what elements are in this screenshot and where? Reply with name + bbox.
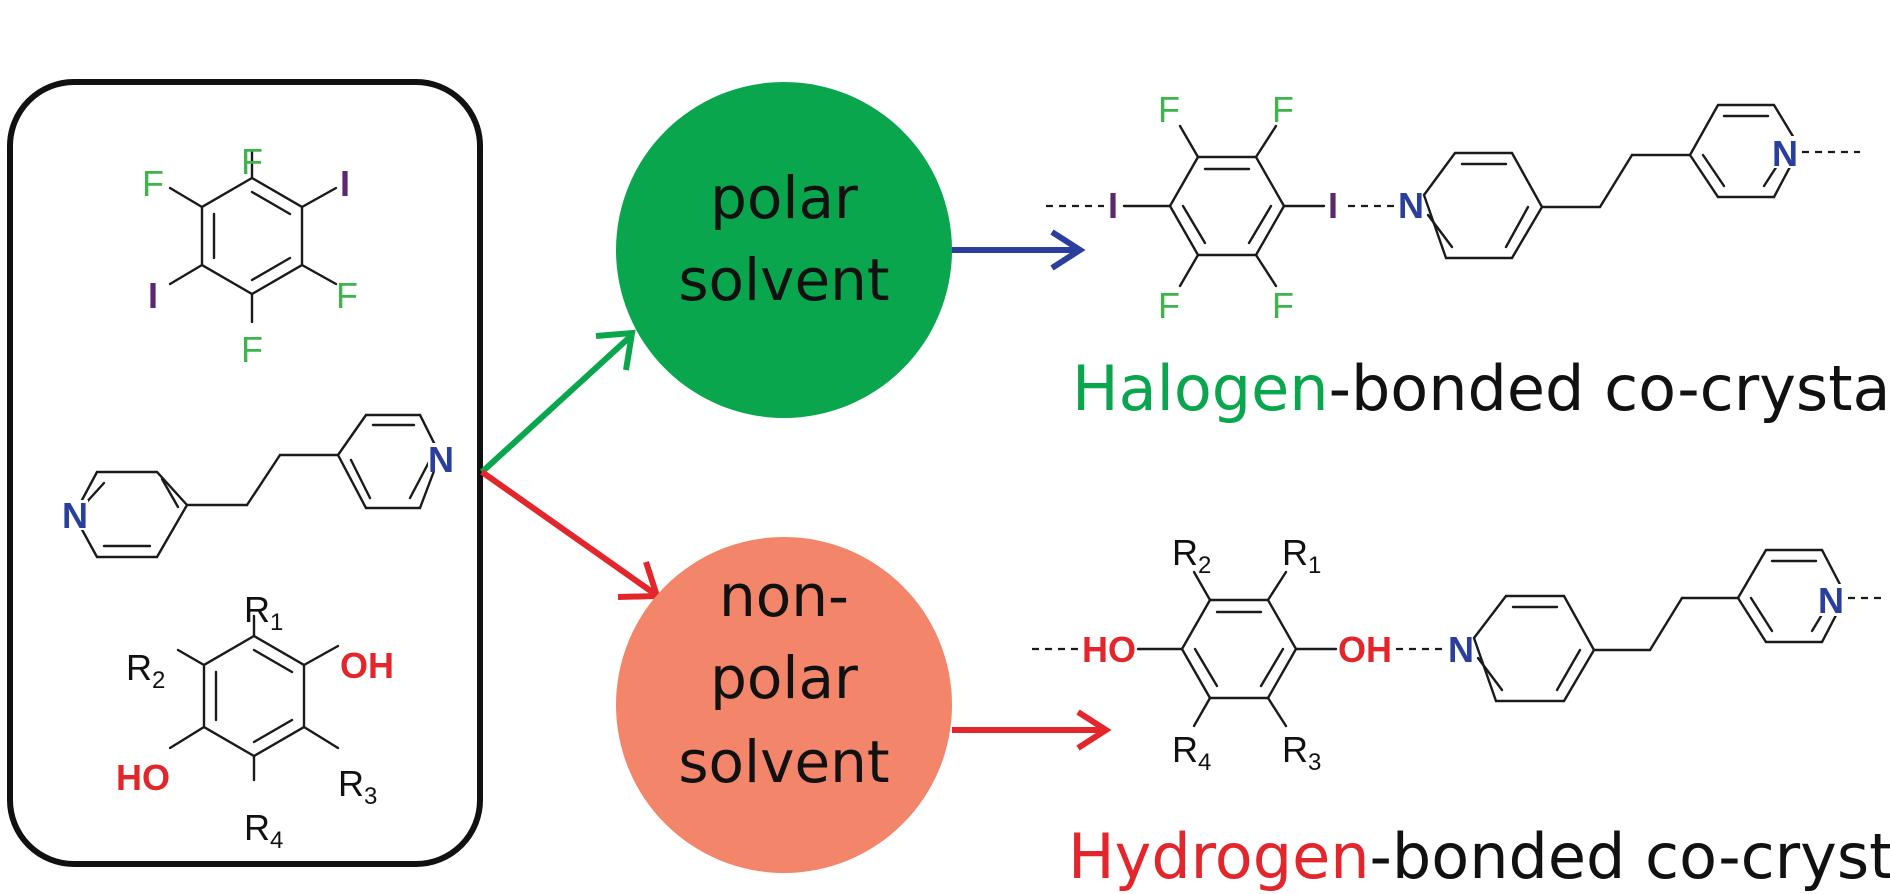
nonpolar-solvent-circle bbox=[616, 537, 952, 873]
fluorine-label: F bbox=[241, 141, 263, 182]
green-arrowhead bbox=[595, 329, 636, 371]
iodine-label: I bbox=[148, 275, 158, 316]
hydroxyl-label: HO bbox=[116, 757, 170, 798]
fluorine-label: F bbox=[1272, 285, 1294, 326]
fluorine-label: F bbox=[1272, 89, 1294, 130]
nonpolar-solvent-line2: polar bbox=[710, 644, 858, 712]
nonpolar-solvent-line3: solvent bbox=[678, 728, 889, 796]
substituted-benzenediol-molecule: R1 R2 OH R3 R4 HO bbox=[116, 589, 394, 854]
polar-solvent-circle bbox=[616, 82, 952, 418]
hydrogen-bonded-cocrystal-structure: HO R2 R1 R4 R3 OH N N bbox=[1032, 532, 1886, 776]
fluorine-label: F bbox=[336, 275, 358, 316]
nitrogen-label: N bbox=[1398, 185, 1424, 226]
polar-solvent-line2: solvent bbox=[678, 246, 889, 314]
nitrogen-label: N bbox=[428, 439, 454, 480]
fluorine-label: F bbox=[142, 163, 164, 204]
nonpolar-solvent-line1: non- bbox=[719, 562, 849, 630]
halogen-caption: Halogen-bonded co-crystal bbox=[1072, 352, 1890, 425]
nitrogen-label: N bbox=[62, 495, 88, 536]
hydroxyl-label: HO bbox=[1082, 629, 1136, 670]
nitrogen-label: N bbox=[1818, 580, 1844, 621]
iodine-label: I bbox=[340, 163, 350, 204]
r2-label: R2 bbox=[1172, 532, 1211, 579]
r4-label: R4 bbox=[1172, 729, 1211, 776]
hydroxyl-label: OH bbox=[1338, 629, 1392, 670]
fluorine-label: F bbox=[1158, 285, 1180, 326]
iodine-label: I bbox=[1328, 185, 1338, 226]
iodine-label: I bbox=[1108, 185, 1118, 226]
reactants-box bbox=[7, 79, 483, 867]
nitrogen-label: N bbox=[1448, 629, 1474, 670]
r1-label: R1 bbox=[1282, 532, 1321, 579]
nitrogen-label: N bbox=[1772, 133, 1798, 174]
bipyridylethane-molecule: N N bbox=[62, 413, 454, 559]
red-output-arrowhead bbox=[1076, 709, 1112, 751]
halogen-bonded-cocrystal-structure: I F F F F I N N bbox=[1046, 89, 1860, 326]
hydroxyl-label: OH bbox=[340, 645, 394, 686]
hydrogen-caption: Hydrogen-bonded co-crystal bbox=[1068, 820, 1890, 893]
r3-label: R3 bbox=[338, 763, 377, 810]
r3-label: R3 bbox=[1282, 729, 1321, 776]
red-arrow-to-nonpolar bbox=[480, 469, 657, 597]
polar-solvent-line1: polar bbox=[710, 164, 858, 232]
r2-label: R2 bbox=[126, 647, 165, 694]
r1-label: R1 bbox=[244, 589, 283, 636]
green-arrow-to-polar bbox=[479, 332, 635, 475]
tetrafluorodiiodobenzene-molecule: F I F F I F bbox=[142, 141, 358, 370]
r4-label: R4 bbox=[244, 807, 283, 854]
fluorine-label: F bbox=[1158, 89, 1180, 130]
fluorine-label: F bbox=[241, 329, 263, 370]
blue-arrowhead bbox=[1050, 229, 1086, 271]
